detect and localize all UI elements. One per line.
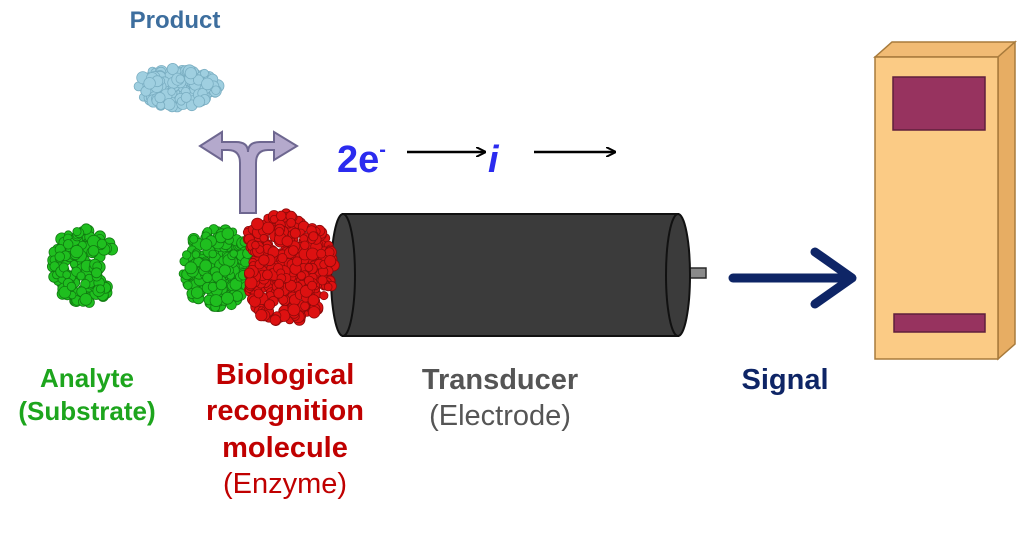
bio-label-line2: recognition [206,395,364,428]
analyte-label-line1: Analyte [40,363,134,393]
signal-meter-device [873,40,1017,361]
electron-charge: - [379,139,386,161]
transducer-label: Transducer (Electrode) [395,362,605,435]
analyte-molecule-icon [46,223,118,308]
split-arrow-icon [198,130,299,214]
bound-analyte-icon [178,224,257,313]
current-label: i [487,139,499,181]
analyte-label: Analyte (Substrate) [2,362,172,427]
electrode-cylinder [330,213,707,337]
electron-label: 2e [337,139,380,181]
meter-display-top [892,76,986,131]
transducer-label-sub: (Electrode) [429,400,571,433]
transducer-label-main: Transducer [421,364,579,396]
product-label: Product [129,7,221,34]
bio-label-line1: Biological [215,359,355,391]
enzyme-molecule-icon [242,208,340,327]
meter-display-bottom [893,313,986,333]
signal-arrow-icon [728,247,857,309]
bio-label-sub: (Enzyme) [222,467,348,500]
biological-recognition-label: Biological recognition molecule (Enzyme) [185,357,385,502]
bio-label-line3: molecule [222,431,348,464]
signal-label: Signal [741,364,829,396]
analyte-label-line2: (Substrate) [18,395,156,426]
reaction-equation: 2e- i [337,128,499,182]
product-molecule-icon [133,63,225,113]
